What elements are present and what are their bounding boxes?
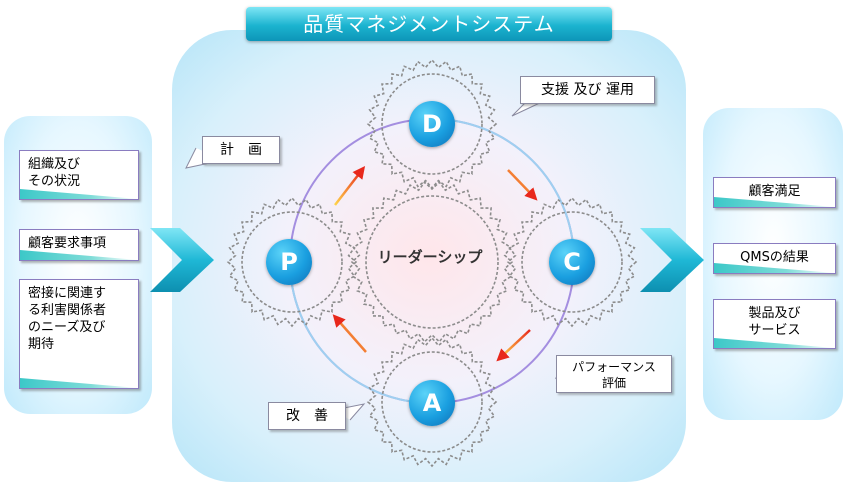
output-customer-satisfaction-shade: [714, 197, 835, 207]
gear-check-inner: [521, 211, 623, 313]
gear-center-inner: [365, 195, 499, 329]
input-context-shade: [20, 189, 138, 199]
gear-plan-inner: [241, 211, 343, 313]
callout-support-operation: 支援 及び 運用: [520, 76, 655, 104]
input-stakeholder-needs-label: 密接に関連す る利害関係者 のニーズ及び 期待: [28, 286, 107, 352]
output-customer-satisfaction-label: 顧客満足: [748, 184, 801, 199]
node-check: C: [549, 239, 595, 285]
gear-act: [366, 336, 498, 468]
node-act: A: [409, 380, 455, 426]
input-context-label: 組織及び その状況: [28, 157, 81, 189]
gear-plan: [226, 196, 358, 328]
input-context: 組織及び その状況: [19, 150, 139, 200]
node-do: D: [409, 101, 455, 147]
input-chevron: [150, 228, 214, 292]
output-products-services-shade: [714, 338, 835, 348]
arrow-act-to-plan: [332, 314, 367, 353]
output-qms-results-label: QMSの結果: [740, 250, 809, 265]
callout-performance-evaluation: パフォーマンス 評価: [556, 355, 672, 393]
gear-center: [350, 181, 514, 343]
gear-do-inner: [381, 73, 483, 175]
input-customer-requirements-label: 顧客要求事項: [28, 236, 107, 251]
output-qms-results: QMSの結果: [713, 243, 836, 274]
callout-improvement: 改 善: [268, 402, 346, 430]
callout-plan: 計 画: [202, 136, 280, 164]
arrow-do-to-check: [507, 169, 538, 201]
arrow-check-to-act: [496, 329, 531, 362]
gear-do: [366, 58, 498, 190]
output-customer-satisfaction: 顧客満足: [713, 177, 836, 208]
center-leadership: リーダーシップ: [377, 248, 483, 266]
output-qms-results-shade: [714, 263, 835, 273]
output-products-services: 製品及び サービス: [713, 299, 836, 349]
input-stakeholder-needs-shade: [20, 378, 138, 388]
input-customer-requirements-shade: [20, 250, 138, 260]
output-products-services-label: 製品及び サービス: [748, 306, 801, 338]
input-stakeholder-needs: 密接に関連す る利害関係者 のニーズ及び 期待: [19, 279, 139, 389]
node-plan: P: [266, 239, 312, 285]
input-customer-requirements: 顧客要求事項: [19, 229, 139, 261]
arrow-plan-to-do: [334, 166, 366, 206]
gear-check: [506, 196, 638, 328]
output-chevron: [640, 228, 704, 292]
diagram-title: 品質マネジメントシステム: [246, 7, 612, 41]
gear-act-inner: [381, 351, 483, 453]
